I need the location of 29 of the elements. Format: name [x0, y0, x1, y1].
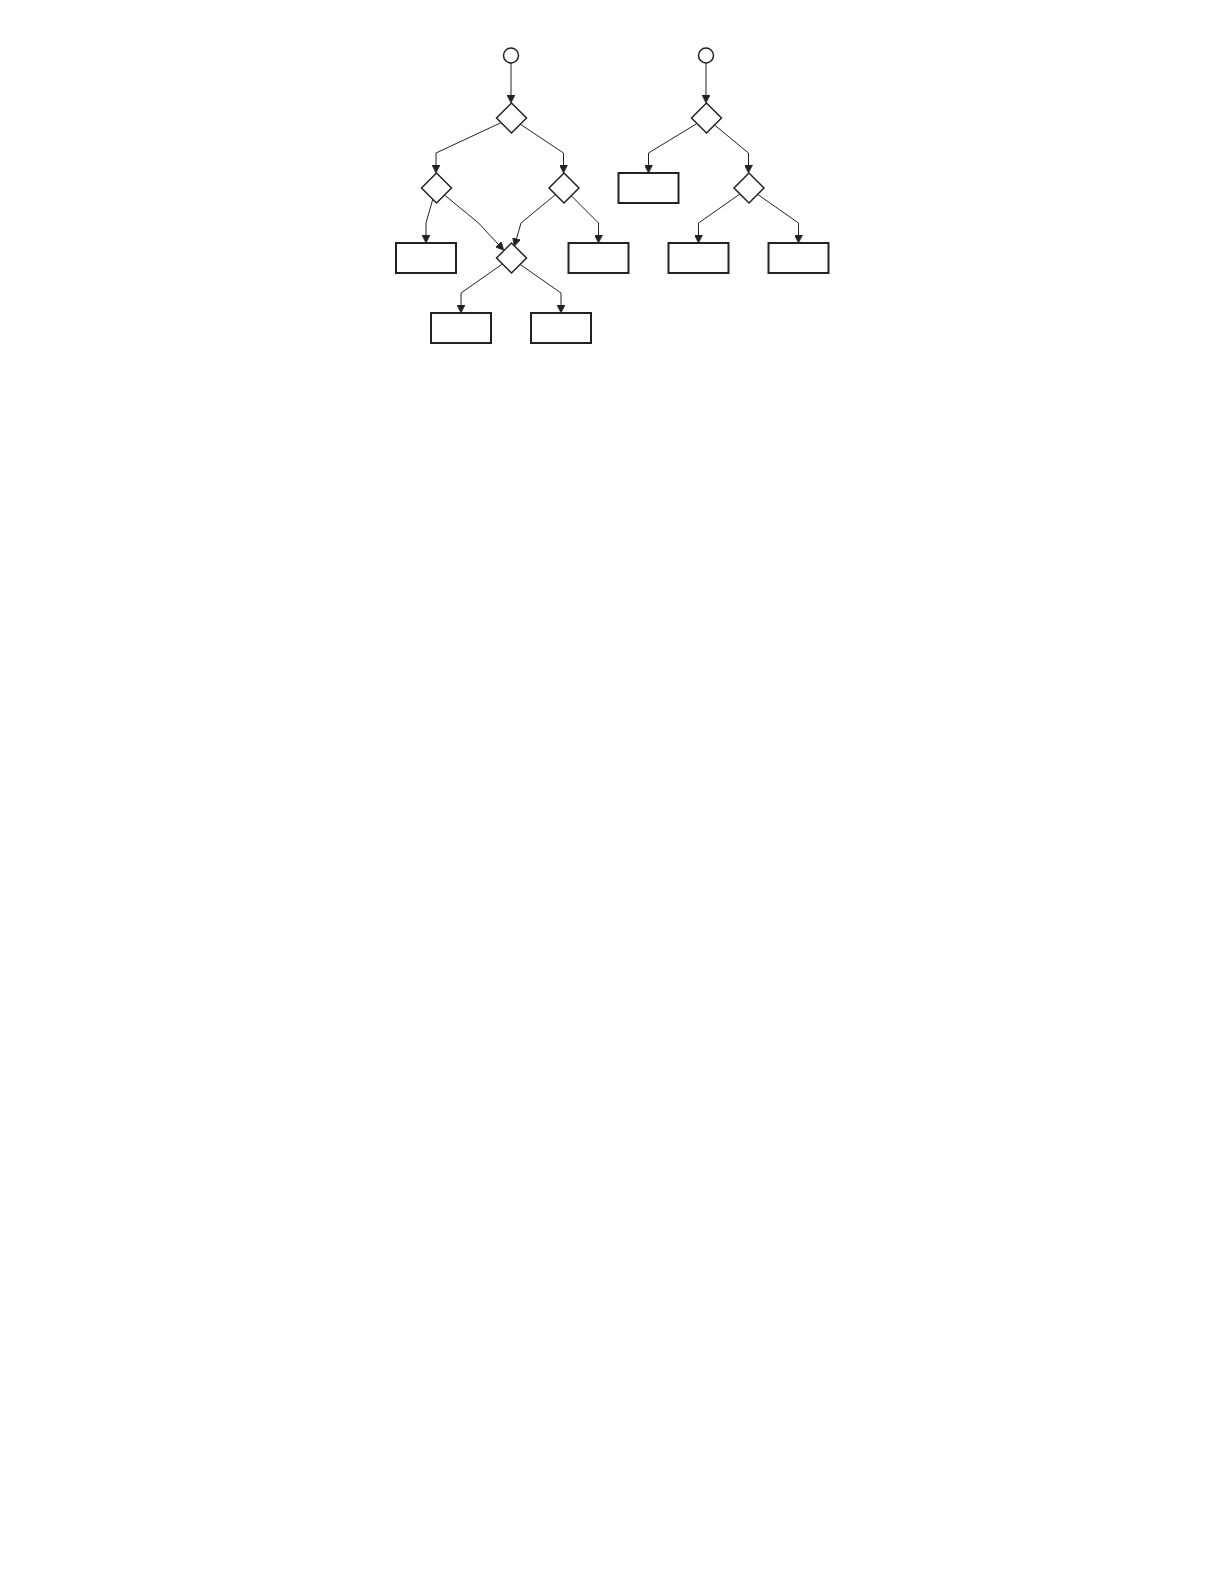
- node-box: [767, 242, 830, 274]
- node-circle: [697, 47, 714, 64]
- node-box: [667, 242, 730, 274]
- arrow: [443, 194, 504, 251]
- arrow: [456, 263, 503, 314]
- arrow: [643, 123, 697, 174]
- node-box: [529, 312, 592, 344]
- node-diamond: [495, 241, 528, 275]
- arrow: [519, 263, 566, 314]
- arrow: [512, 194, 556, 247]
- arrow: [570, 195, 603, 244]
- arrow: [421, 199, 433, 244]
- arrow: [506, 62, 516, 104]
- arrow: [431, 122, 501, 174]
- arrow: [756, 193, 803, 244]
- node-diamond: [690, 101, 723, 135]
- arrow: [519, 123, 568, 174]
- arrow: [693, 193, 740, 244]
- node-diamond: [495, 101, 528, 135]
- arrow: [701, 62, 711, 104]
- node-box: [567, 242, 630, 274]
- node-diamond: [547, 171, 580, 205]
- arrow: [713, 124, 753, 174]
- node-circle: [502, 47, 519, 64]
- node-diamond: [420, 171, 453, 205]
- node-box: [429, 312, 492, 344]
- node-box: [617, 172, 680, 204]
- node-box: [394, 242, 457, 274]
- node-diamond: [732, 171, 765, 205]
